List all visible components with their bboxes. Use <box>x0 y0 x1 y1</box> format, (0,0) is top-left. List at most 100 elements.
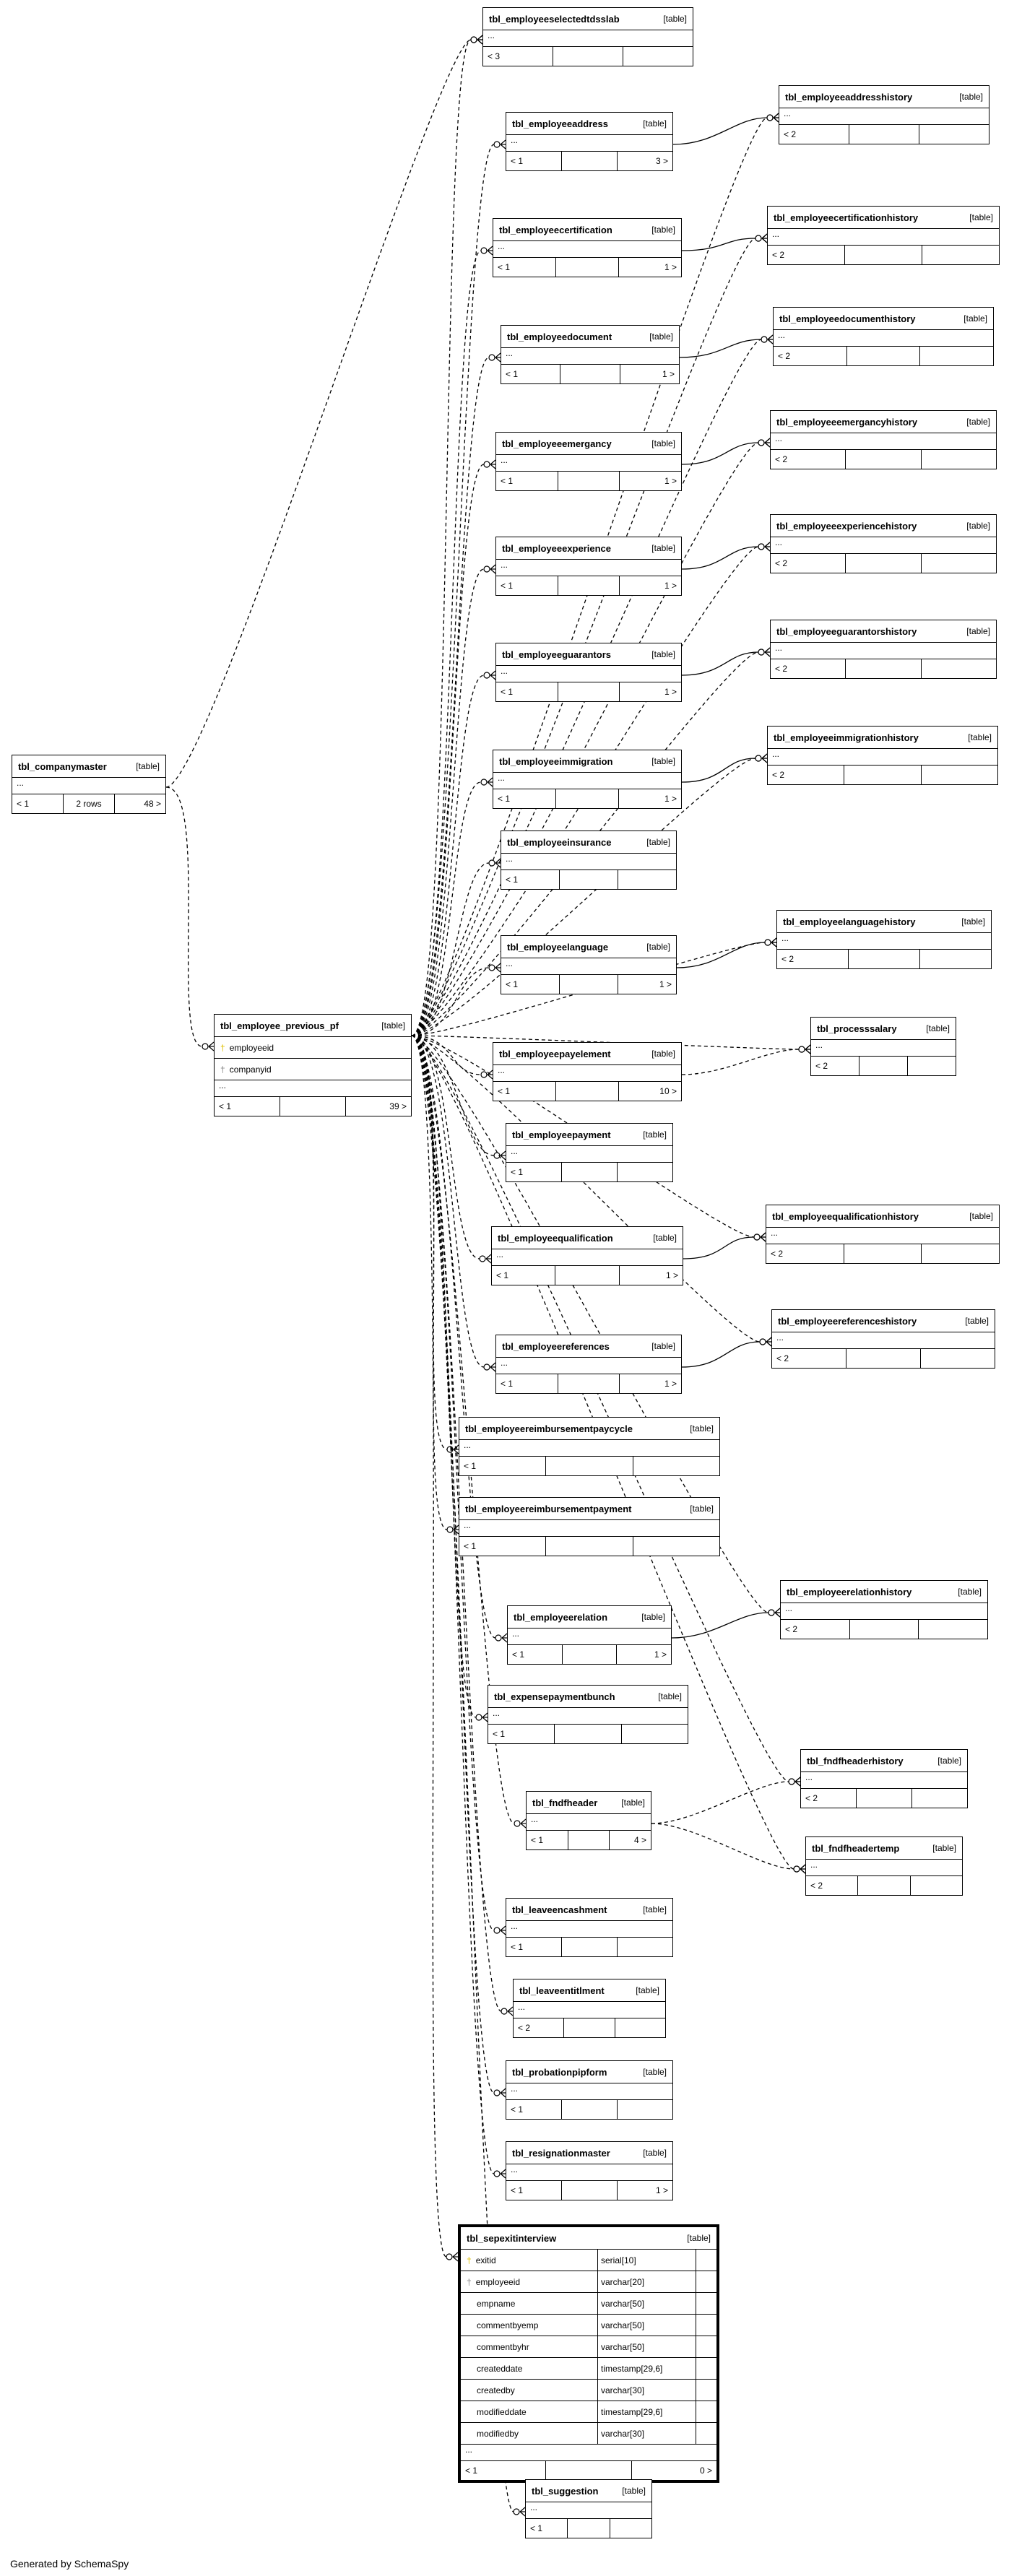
table-node-tbl-employee-previous-pf[interactable]: tbl_employee_previous_pf[table]†employee… <box>214 1014 412 1116</box>
child-count[interactable] <box>920 347 993 365</box>
table-header[interactable]: tbl_employeedocument[table] <box>501 326 679 348</box>
child-count[interactable] <box>633 1457 719 1475</box>
parent-count[interactable]: < 2 <box>768 766 845 784</box>
table-node-tbl-processsalary[interactable]: tbl_processsalary[table]...< 2 <box>810 1017 956 1076</box>
child-count[interactable] <box>922 246 999 264</box>
table-node-tbl-employeereimbursementpayment[interactable]: tbl_employeereimbursementpayment[table].… <box>459 1497 720 1556</box>
table-header[interactable]: tbl_employeeemergancyhistory[table] <box>771 411 996 433</box>
child-count[interactable] <box>912 1789 967 1808</box>
table-header[interactable]: tbl_expensepaymentbunch[table] <box>488 1686 688 1708</box>
child-count[interactable]: 1 > <box>659 979 672 989</box>
parent-count[interactable]: < 2 <box>771 554 846 573</box>
parent-count[interactable]: < 2 <box>806 1876 859 1895</box>
child-count[interactable] <box>911 1876 962 1895</box>
table-header[interactable]: tbl_employeeaddress[table] <box>506 113 672 135</box>
table-header[interactable]: tbl_employeeaddresshistory[table] <box>779 86 989 108</box>
table-header[interactable]: tbl_employee_previous_pf[table] <box>215 1015 411 1037</box>
column-row[interactable]: †employeeid <box>215 1037 411 1059</box>
child-count[interactable] <box>919 125 989 144</box>
parent-count[interactable]: < 2 <box>781 1620 850 1639</box>
child-count[interactable]: 1 > <box>664 794 677 804</box>
table-header[interactable]: tbl_employeequalification[table] <box>492 1227 683 1249</box>
parent-count[interactable]: < 2 <box>771 450 846 469</box>
table-header[interactable]: tbl_employeerelationhistory[table] <box>781 1581 987 1603</box>
table-node-tbl-employeequalificationhistory[interactable]: tbl_employeequalificationhistory[table].… <box>766 1205 1000 1264</box>
table-node-tbl-employeeinsurance[interactable]: tbl_employeeinsurance[table]...< 1 <box>501 831 677 890</box>
table-header[interactable]: tbl_employeereimbursementpaycycle[table] <box>459 1418 719 1440</box>
column-row[interactable]: †companyid <box>215 1059 411 1080</box>
parent-count[interactable]: < 1 <box>496 576 558 595</box>
parent-count[interactable]: < 2 <box>771 659 846 678</box>
table-header[interactable]: tbl_fndfheadertemp[table] <box>806 1837 962 1860</box>
child-count[interactable]: 1 > <box>664 687 677 697</box>
table-node-tbl-leaveencashment[interactable]: tbl_leaveencashment[table]...< 1 <box>506 1898 673 1957</box>
parent-count[interactable]: < 1 <box>215 1097 280 1116</box>
table-node-tbl-employeeguarantorshistory[interactable]: tbl_employeeguarantorshistory[table]...<… <box>770 620 997 679</box>
table-header[interactable]: tbl_employeelanguagehistory[table] <box>777 911 991 933</box>
table-header[interactable]: tbl_employeequalificationhistory[table] <box>766 1205 999 1228</box>
table-header[interactable]: tbl_leaveentitlment[table] <box>514 1979 665 2002</box>
table-node-tbl-leaveentitlment[interactable]: tbl_leaveentitlment[table]...< 2 <box>513 1979 666 2038</box>
child-count[interactable]: 3 > <box>655 156 668 166</box>
parent-count[interactable]: < 1 <box>506 2181 562 2200</box>
parent-count[interactable]: < 1 <box>506 1938 562 1956</box>
parent-count[interactable]: < 1 <box>492 1266 556 1285</box>
table-node-tbl-employeeimmigrationhistory[interactable]: tbl_employeeimmigrationhistory[table]...… <box>767 726 998 785</box>
table-header[interactable]: tbl_employeepayelement[table] <box>493 1043 681 1065</box>
table-node-tbl-expensepaymentbunch[interactable]: tbl_expensepaymentbunch[table]...< 1 <box>488 1685 688 1744</box>
child-count[interactable]: 1 > <box>664 476 677 486</box>
parent-count[interactable]: < 2 <box>772 1349 846 1368</box>
child-count[interactable] <box>922 554 996 573</box>
parent-count[interactable]: < 2 <box>777 950 849 968</box>
parent-count[interactable]: < 1 <box>12 794 64 813</box>
child-count[interactable] <box>618 870 676 889</box>
table-header[interactable]: tbl_employeeguarantorshistory[table] <box>771 620 996 643</box>
child-count[interactable] <box>618 1938 672 1956</box>
table-header[interactable]: tbl_employeereferences[table] <box>496 1335 681 1358</box>
table-node-tbl-employeepayment[interactable]: tbl_employeepayment[table]...< 1 <box>506 1123 673 1182</box>
table-node-tbl-employeedocumenthistory[interactable]: tbl_employeedocumenthistory[table]...< 2 <box>773 307 994 366</box>
table-header[interactable]: tbl_resignationmaster[table] <box>506 2142 672 2164</box>
child-count[interactable] <box>920 950 991 968</box>
child-count[interactable]: 0 > <box>699 2466 712 2476</box>
parent-count[interactable]: < 1 <box>488 1725 555 1743</box>
parent-count[interactable]: < 3 <box>483 47 553 66</box>
table-header[interactable]: tbl_employeecertificationhistory[table] <box>768 207 999 229</box>
table-node-tbl-employeeexperiencehistory[interactable]: tbl_employeeexperiencehistory[table]...<… <box>770 514 997 573</box>
parent-count[interactable]: < 2 <box>768 246 845 264</box>
child-count[interactable] <box>618 2100 672 2119</box>
table-header[interactable]: tbl_employeeinsurance[table] <box>501 831 676 854</box>
table-node-tbl-employeeemergancyhistory[interactable]: tbl_employeeemergancyhistory[table]...< … <box>770 410 997 469</box>
parent-count[interactable]: < 1 <box>527 1831 568 1849</box>
child-count[interactable]: 1 > <box>664 581 677 591</box>
child-count[interactable]: 39 > <box>389 1101 407 1111</box>
child-count[interactable]: 1 > <box>654 1649 667 1660</box>
table-header[interactable]: tbl_fndfheaderhistory[table] <box>801 1750 967 1772</box>
child-count[interactable]: 1 > <box>662 369 675 379</box>
table-header[interactable]: tbl_employeeselectedtdsslab[table] <box>483 8 693 30</box>
table-node-tbl-fndfheaderhistory[interactable]: tbl_fndfheaderhistory[table]...< 2 <box>800 1749 968 1808</box>
child-count[interactable]: 1 > <box>655 2185 668 2195</box>
child-count[interactable] <box>618 1163 672 1181</box>
parent-count[interactable]: < 1 <box>501 975 560 994</box>
table-header[interactable]: tbl_employeeexperience[table] <box>496 537 681 560</box>
table-header[interactable]: tbl_employeeemergancy[table] <box>496 433 681 455</box>
